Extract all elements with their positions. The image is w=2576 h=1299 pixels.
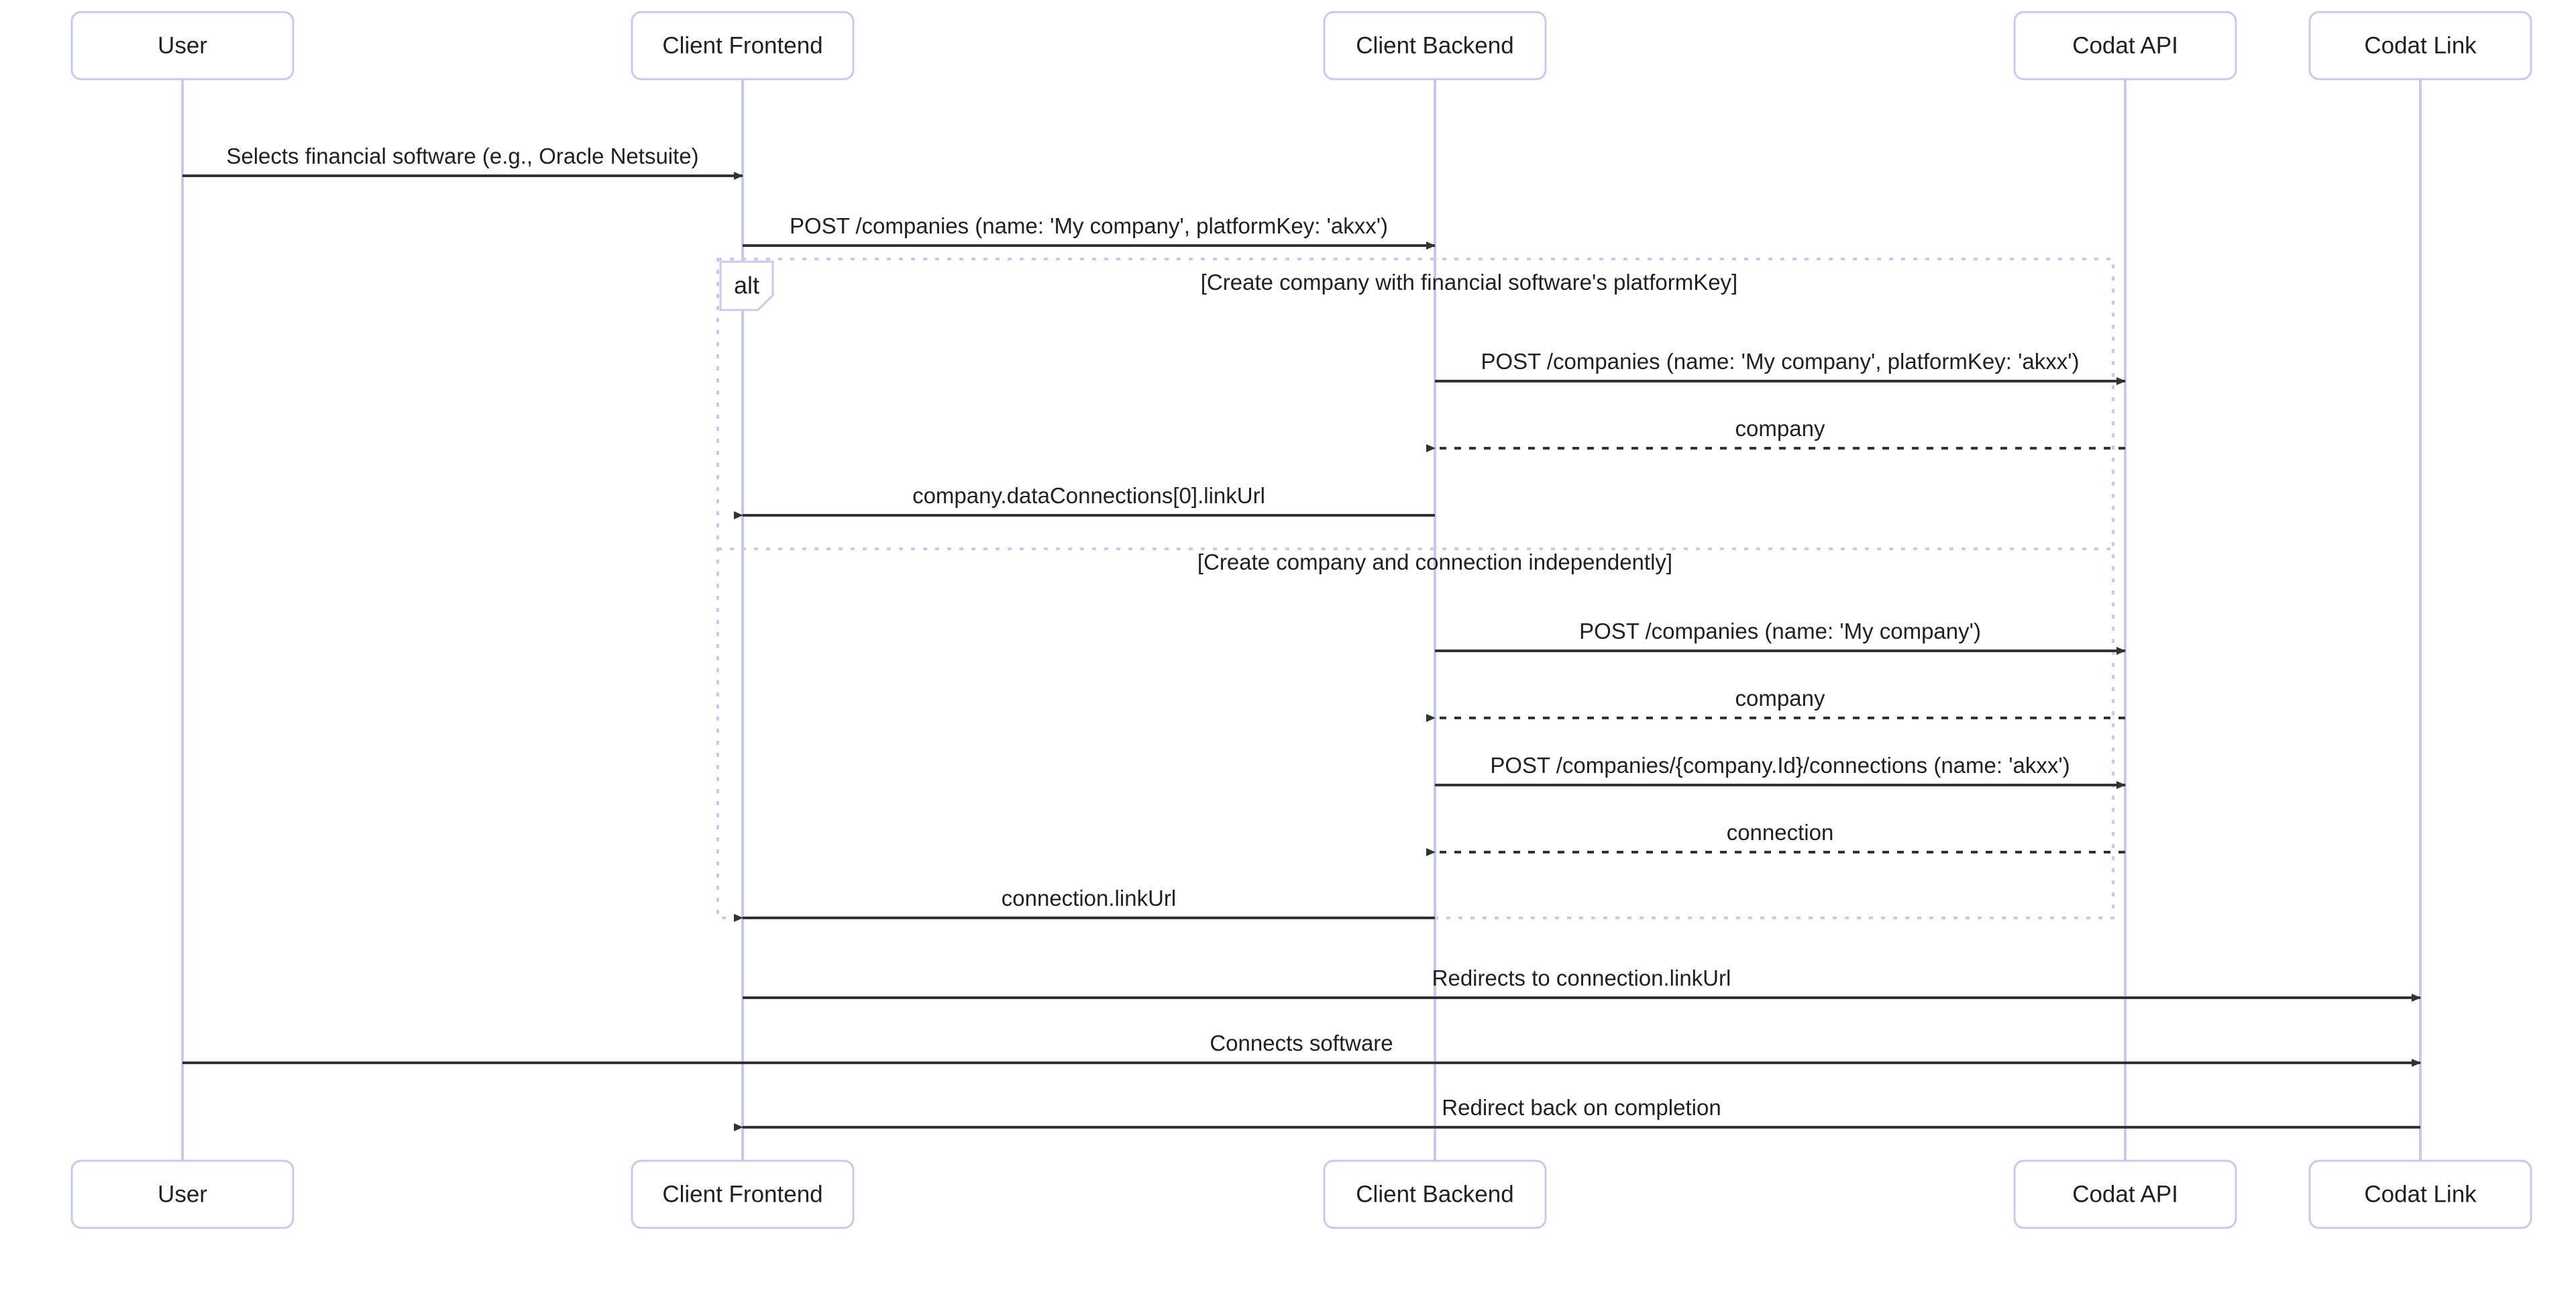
participant-user-top[interactable]: User [70,11,294,81]
fragment-branch-condition-0: [Create company with financial software'… [1201,270,1737,295]
message-label: POST /companies (name: 'My company', pla… [790,213,1388,238]
message-label: company [1735,686,1825,711]
fragment-branch-condition-1: [Create company and connection independe… [1197,550,1672,574]
fragment-alt-block: alt [Create company with financial softwa… [716,258,2114,919]
message-8: POST /companies/{company.Id}/connections… [1435,753,2126,789]
message-label: company.dataConnections[0].linkUrl [912,483,1265,508]
participant-box [2013,1159,2237,1229]
message-6: POST /companies (name: 'My company') [1435,619,2126,655]
participant-label: Client Backend [1356,1181,1513,1207]
participant-label: Client Backend [1356,32,1513,58]
participant-client_frontend-top[interactable]: Client Frontend [631,11,855,81]
alt-fragments-layer: alt [Create company with financial softwa… [716,258,2114,919]
message-label: Selects financial software (e.g., Oracle… [226,144,698,168]
message-label: Redirect back on completion [1442,1095,1721,1120]
message-2: POST /companies (name: 'My company', pla… [743,213,1436,250]
message-10: connection.linkUrl [734,886,1435,922]
participant-label: Codat API [2072,32,2178,58]
message-9: connection [1426,820,2125,856]
participant-box [2308,1159,2532,1229]
message-label: Connects software [1210,1031,1393,1055]
message-11: Redirects to connection.linkUrl [743,966,2421,1002]
participant-codat_api-top[interactable]: Codat API [2013,11,2237,81]
participant-box [631,1159,855,1229]
participant-box [70,11,294,81]
fragment-tag-shape [719,260,774,311]
participant-box [631,11,855,81]
participant-client_backend-top[interactable]: Client Backend [1323,11,1547,81]
participant-box [1323,1159,1547,1229]
participant-label: Client Frontend [662,32,822,58]
message-3: POST /companies (name: 'My company', pla… [1435,349,2126,385]
message-label: POST /companies (name: 'My company', pla… [1481,349,2079,374]
participant-label: Codat Link [2364,32,2477,58]
participant-label: Codat API [2072,1181,2178,1207]
participant-label: Client Frontend [662,1181,822,1207]
participant-client_frontend-bottom[interactable]: Client Frontend [631,1159,855,1229]
message-4: company [1426,416,2125,452]
participant-box [70,1159,294,1229]
fragment-tag-label: alt [734,272,759,299]
message-1: Selects financial software (e.g., Oracle… [182,144,743,180]
message-13: Redirect back on completion [734,1095,2420,1131]
message-12: Connects software [182,1031,2421,1067]
participant-client_backend-bottom[interactable]: Client Backend [1323,1159,1547,1229]
message-7: company [1426,686,2125,722]
participant-box [2308,11,2532,81]
participant-codat_link-bottom[interactable]: Codat Link [2308,1159,2532,1229]
message-label: connection.linkUrl [1002,886,1176,911]
participant-codat_link-top[interactable]: Codat Link [2308,11,2532,81]
message-label: company [1735,416,1825,441]
participant-box [1323,11,1547,81]
message-5: company.dataConnections[0].linkUrl [734,483,1435,519]
messages-layer: Selects financial software (e.g., Oracle… [182,144,2421,1131]
participant-label: User [158,32,207,58]
message-label: Redirects to connection.linkUrl [1432,966,1731,990]
message-label: connection [1727,820,1834,845]
message-label: POST /companies/{company.Id}/connections… [1490,753,2070,778]
participant-codat_api-bottom[interactable]: Codat API [2013,1159,2237,1229]
message-label: POST /companies (name: 'My company') [1579,619,1981,643]
participant-box [2013,11,2237,81]
participant-label: Codat Link [2364,1181,2477,1207]
participant-user-bottom[interactable]: User [70,1159,294,1229]
participant-label: User [158,1181,207,1207]
